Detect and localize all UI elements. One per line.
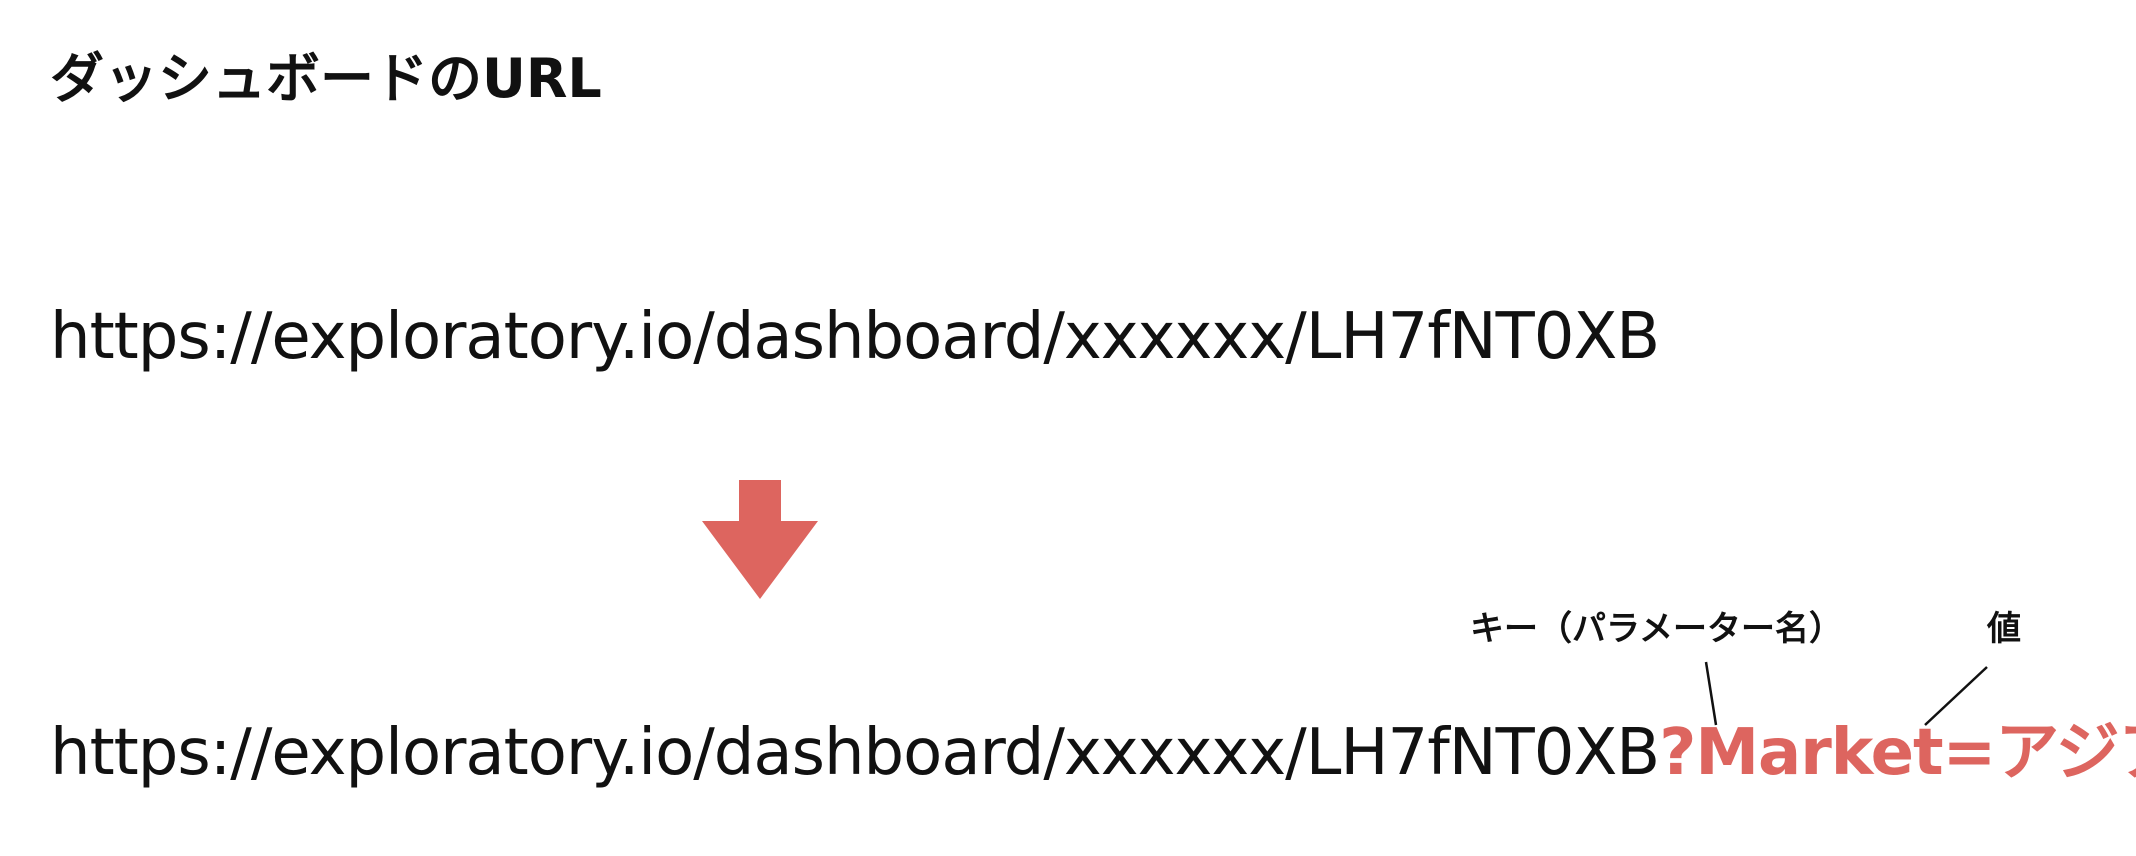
page-title: ダッシュボードのURL	[50, 47, 602, 110]
down-arrow-icon	[702, 480, 818, 599]
annotation-value-label: 値	[1987, 609, 2021, 649]
parameterized-url: https://exploratory.io/dashboard/xxxxxx/…	[50, 721, 2136, 785]
annotation-key-label: キー（パラメーター名）	[1470, 609, 1843, 649]
parameterized-url-base: https://exploratory.io/dashboard/xxxxxx/…	[50, 716, 1660, 790]
url-parameter: ?Market=アジア	[1659, 716, 2136, 790]
original-url: https://exploratory.io/dashboard/xxxxxx/…	[50, 300, 1660, 374]
